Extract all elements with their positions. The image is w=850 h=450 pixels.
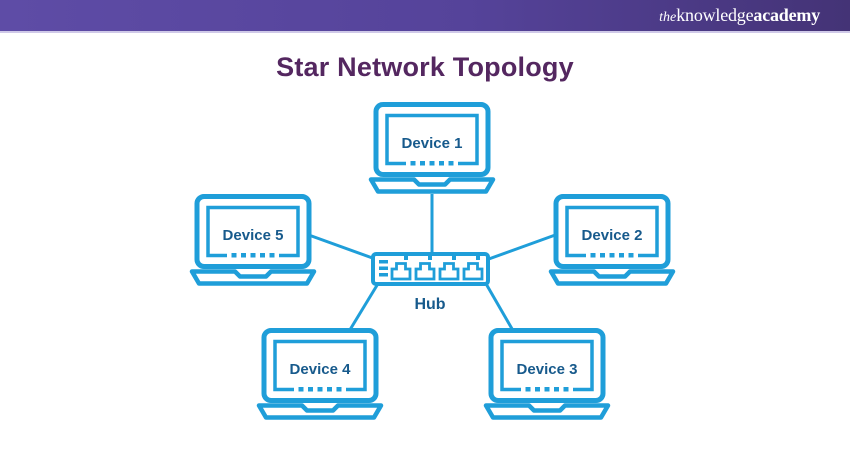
link-device3-hub xyxy=(483,281,517,335)
page-title: Star Network Topology xyxy=(276,52,574,82)
link-device2-hub xyxy=(485,232,559,262)
device4-label: Device 4 xyxy=(290,361,352,378)
device3-label: Device 3 xyxy=(517,361,578,378)
header-bar: theknowledgeacademy xyxy=(0,0,850,33)
link-device5-hub xyxy=(305,232,379,262)
hub-icon xyxy=(371,252,490,286)
brand-logo-the: the xyxy=(659,10,677,25)
device1-label: Device 1 xyxy=(402,135,463,152)
hub-label: Hub xyxy=(414,296,445,313)
device2-label: Device 2 xyxy=(582,227,643,244)
brand-logo-academy: academy xyxy=(753,5,820,25)
brand-logo: theknowledgeacademy xyxy=(659,6,820,25)
brand-logo-knowledge: knowledge xyxy=(676,5,754,25)
link-device4-hub xyxy=(346,281,381,334)
connection-links xyxy=(305,194,559,335)
device5-label: Device 5 xyxy=(223,227,284,244)
